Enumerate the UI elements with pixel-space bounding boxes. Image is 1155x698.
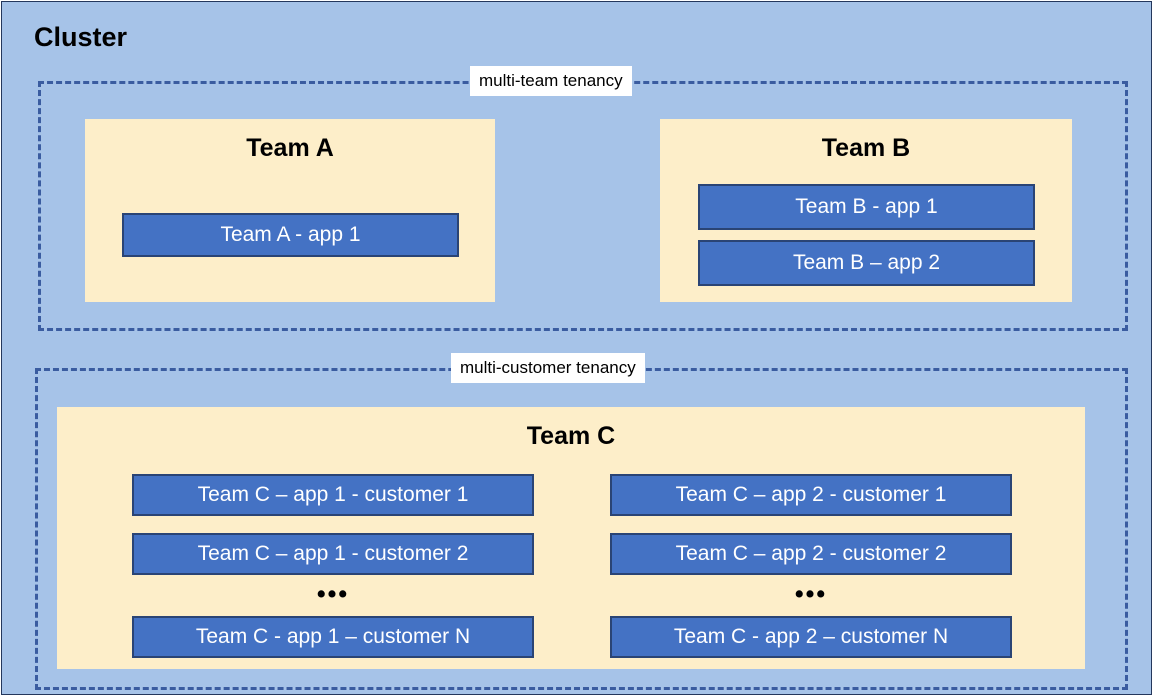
ellipsis-team-c-app-1: ••• [316,580,350,608]
team-title-team-c: Team C [526,422,616,450]
ellipsis-team-c-app-2: ••• [794,580,828,608]
app-box-team-c-app-2-customer-n[interactable]: Team C - app 2 – customer N [610,616,1012,658]
tenancy-label-multi-team: multi-team tenancy [470,66,632,96]
app-box-team-a-app-1[interactable]: Team A - app 1 [122,213,459,257]
app-box-team-c-app-1-customer-2[interactable]: Team C – app 1 - customer 2 [132,533,534,575]
team-title-team-b: Team B [821,134,911,162]
cluster-title: Cluster [34,22,128,52]
app-box-team-c-app-2-customer-1[interactable]: Team C – app 2 - customer 1 [610,474,1012,516]
team-container-team-a [85,119,495,302]
app-box-team-b-app-1[interactable]: Team B - app 1 [698,184,1035,230]
team-title-team-a: Team A [246,134,334,162]
tenancy-label-multi-customer: multi-customer tenancy [451,353,645,383]
app-box-team-c-app-1-customer-n[interactable]: Team C - app 1 – customer N [132,616,534,658]
app-box-team-c-app-2-customer-2[interactable]: Team C – app 2 - customer 2 [610,533,1012,575]
app-box-team-c-app-1-customer-1[interactable]: Team C – app 1 - customer 1 [132,474,534,516]
app-box-team-b-app-2[interactable]: Team B – app 2 [698,240,1035,286]
